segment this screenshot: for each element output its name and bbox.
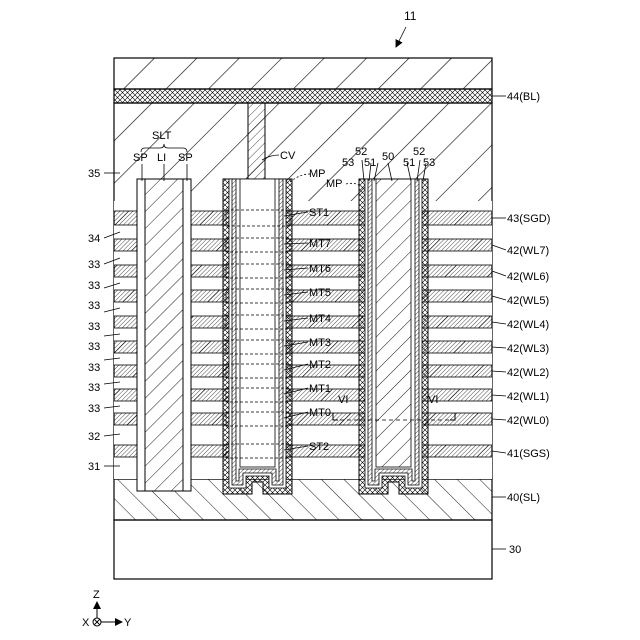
label-33-h: 33 (88, 403, 100, 415)
label-33-f: 33 (88, 362, 100, 374)
label-50: 50 (382, 151, 394, 163)
label-slt: SLT (152, 130, 172, 142)
label-53-b: 53 (423, 157, 435, 169)
bit-line-44 (114, 89, 492, 103)
label-substrate: 30 (509, 544, 521, 556)
label-mt0: MT0 (309, 407, 331, 419)
label-wl6: 42(WL6) (507, 271, 549, 283)
label-st1: ST1 (309, 207, 329, 219)
label-mp-left: MP (309, 168, 326, 180)
label-mt7: MT7 (309, 238, 331, 250)
label-wl3: 42(WL3) (507, 343, 549, 355)
label-mt3: MT3 (309, 337, 331, 349)
top-insulator (114, 58, 492, 89)
label-33-c: 33 (88, 300, 100, 312)
label-35: 35 (88, 168, 100, 180)
label-mp-right: MP (326, 178, 343, 190)
core-50 (376, 179, 411, 467)
label-33-a: 33 (88, 259, 100, 271)
label-mt5: MT5 (309, 287, 331, 299)
label-33-b: 33 (88, 280, 100, 292)
label-sgs: 41(SGS) (507, 448, 550, 460)
label-wl0: 42(WL0) (507, 415, 549, 427)
axis-x-label: X (82, 617, 90, 629)
label-32: 32 (88, 431, 100, 443)
label-wl4: 42(WL4) (507, 319, 549, 331)
axis-indicator (93, 602, 122, 626)
label-wl5: 42(WL5) (507, 295, 549, 307)
memory-pillar-right (359, 179, 428, 494)
label-mt1: MT1 (309, 383, 331, 395)
figure-number: 11 (404, 9, 417, 23)
label-mt4: MT4 (309, 313, 331, 325)
label-cv: CV (280, 150, 296, 162)
label-sl: 40(SL) (507, 492, 540, 504)
axis-y-label: Y (124, 617, 132, 629)
label-33-e: 33 (88, 341, 100, 353)
label-53-a: 53 (342, 157, 354, 169)
axis-z-label: Z (93, 589, 100, 601)
label-vi-right: VI (428, 394, 438, 406)
label-mt2: MT2 (309, 359, 331, 371)
label-st2: ST2 (309, 441, 329, 453)
label-51-b: 51 (403, 157, 415, 169)
label-mt6: MT6 (309, 263, 331, 275)
label-li: LI (157, 152, 166, 164)
substrate-30 (114, 520, 492, 579)
label-wl1: 42(WL1) (507, 391, 549, 403)
label-wl7: 42(WL7) (507, 245, 549, 257)
label-51-a: 51 (364, 157, 376, 169)
label-33-d: 33 (88, 321, 100, 333)
label-sp-left: SP (133, 152, 148, 164)
label-sp-right: SP (178, 152, 193, 164)
label-wl2: 42(WL2) (507, 367, 549, 379)
label-bl: 44(BL) (507, 91, 540, 103)
label-31: 31 (88, 461, 100, 473)
label-vi-left: VI (338, 394, 348, 406)
label-33-g: 33 (88, 382, 100, 394)
contact-cv (248, 103, 265, 179)
label-34: 34 (88, 233, 100, 245)
slit-li (145, 179, 183, 491)
label-sgd: 43(SGD) (507, 213, 550, 225)
slit-slt (137, 179, 191, 491)
